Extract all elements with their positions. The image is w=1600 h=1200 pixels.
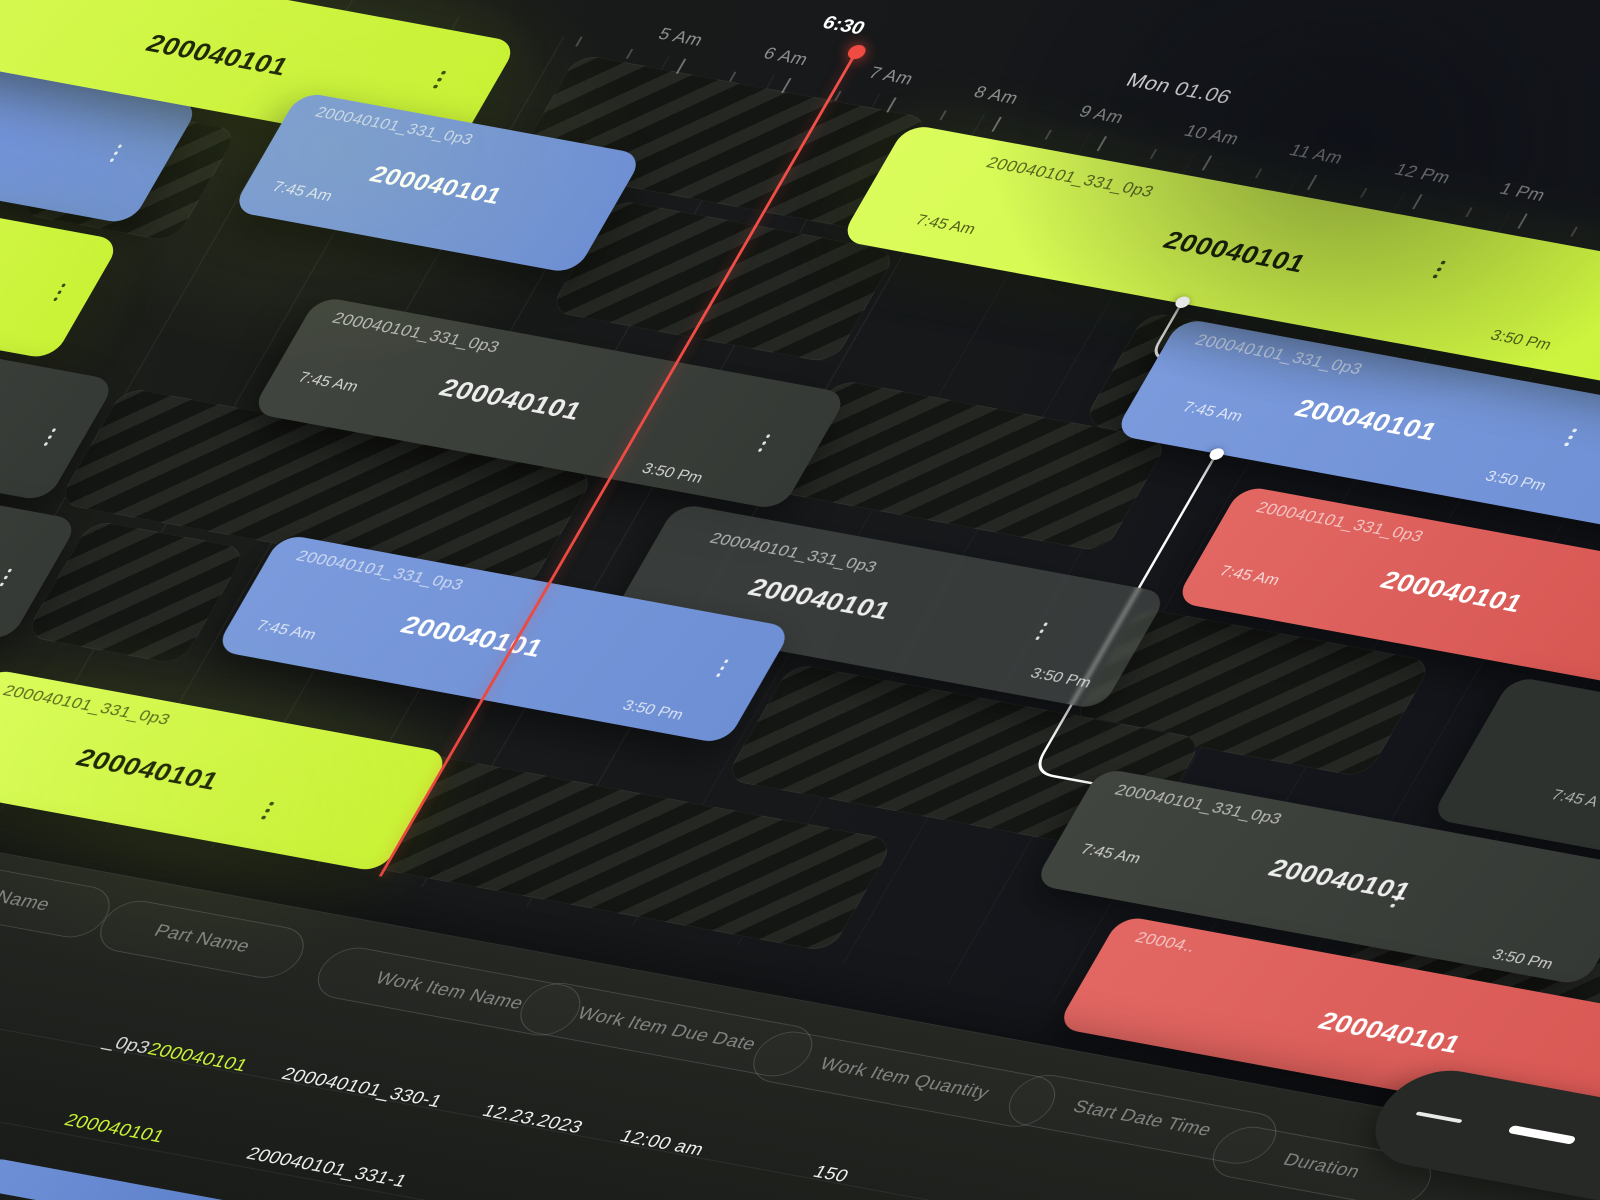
card-start-time: 7:45 A: [1548, 787, 1600, 811]
card-end-time: 3:50 Pm: [638, 460, 706, 487]
card-menu-icon[interactable]: [109, 144, 123, 162]
filter-input-part-name[interactable]: Part Name: [89, 896, 315, 983]
minus-icon: [1507, 1124, 1577, 1145]
dependency-connector: [1038, 452, 1218, 789]
card-menu-icon[interactable]: [1034, 622, 1049, 640]
card-menu-icon[interactable]: [757, 434, 771, 452]
card-end-time: 3:50 Pm: [1487, 327, 1555, 354]
card-start-time: 7:45 Am: [269, 179, 336, 205]
card-end-time: 3:50 Pm: [619, 697, 687, 724]
card-end-time: 3:50 Pm: [1489, 947, 1557, 973]
minus-icon: [1415, 1111, 1463, 1124]
card-menu-icon[interactable]: [715, 659, 729, 677]
card-end-time: 3:50 Pm: [1027, 665, 1095, 692]
card-menu-icon[interactable]: [0, 568, 13, 586]
card-title: 20004..: [1131, 928, 1200, 956]
card-id: 200040101: [71, 743, 225, 796]
card-end-time: 3:50 Pm: [1482, 468, 1550, 495]
card-menu-icon[interactable]: [43, 428, 57, 446]
card-menu-icon[interactable]: [52, 283, 66, 301]
card-id: 01: [0, 213, 12, 297]
